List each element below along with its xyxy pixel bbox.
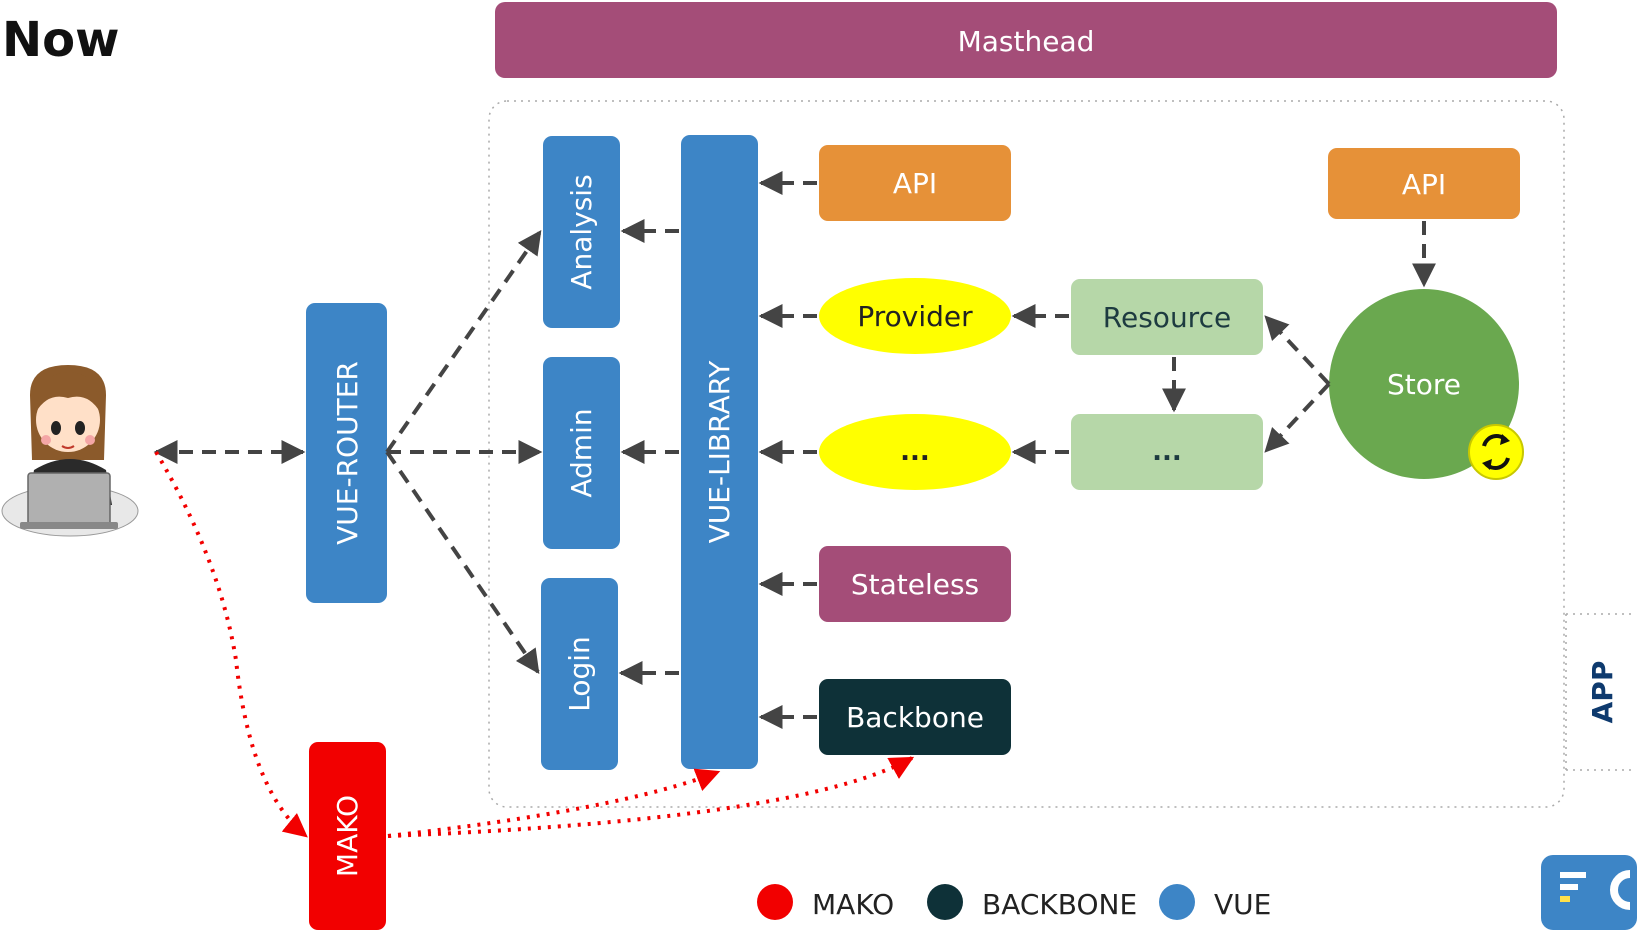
analysis-box: Analysis: [543, 136, 620, 328]
user-icon: [1, 365, 139, 537]
admin-box: Admin: [543, 357, 620, 549]
vue-library-label: VUE-LIBRARY: [703, 360, 736, 544]
arrow-router-analysis: [385, 230, 542, 454]
resource-ellipsis-box: ...: [1071, 414, 1263, 490]
api-label: API: [893, 167, 937, 200]
arrow-router-login: [385, 450, 540, 674]
mako-arrows: [154, 450, 915, 838]
resource-ellipsis-label: ...: [1152, 437, 1182, 467]
store-label: Store: [1387, 368, 1461, 401]
mako-box: MAKO: [309, 742, 386, 930]
store-circle: Store: [1329, 289, 1519, 479]
store-api-box: API: [1328, 148, 1520, 219]
arrow-mako-library: [387, 768, 721, 838]
ellipsis-ellipse: ...: [819, 414, 1011, 490]
app-container: [488, 100, 1565, 808]
vue-router-label: VUE-ROUTER: [331, 361, 364, 545]
arrow-mako-backbone: [387, 756, 915, 838]
app-label: APP: [1586, 661, 1619, 724]
legend-vue-swatch: [1159, 884, 1195, 920]
sync-icon: [1468, 424, 1524, 480]
ellipsis-label: ...: [900, 437, 930, 467]
masthead-box: Masthead: [495, 2, 1557, 78]
vue-router-box: VUE-ROUTER: [306, 303, 387, 603]
arrow-user-mako: [154, 450, 308, 838]
app-tab-outline: [1565, 613, 1635, 771]
backbone-box: Backbone: [819, 679, 1011, 755]
legend: MAKO BACKBONE VUE: [757, 884, 1271, 921]
login-label: Login: [563, 636, 596, 712]
arrow-store-resource: [1264, 315, 1331, 386]
resource-box: Resource: [1071, 279, 1263, 355]
vue-library-box: VUE-LIBRARY: [681, 135, 758, 769]
flow-arrows: [153, 171, 1436, 729]
analysis-label: Analysis: [565, 174, 598, 289]
login-box: Login: [541, 578, 618, 770]
store-api-label: API: [1402, 168, 1446, 201]
provider-ellipse: Provider: [819, 278, 1011, 354]
backbone-label: Backbone: [846, 701, 984, 734]
resource-label: Resource: [1103, 301, 1231, 334]
masthead-label: Masthead: [958, 25, 1095, 58]
legend-vue-label: VUE: [1214, 888, 1271, 921]
page-title: Now: [2, 12, 120, 68]
api-box: API: [819, 145, 1011, 221]
legend-mako-swatch: [757, 884, 793, 920]
legend-backbone-label: BACKBONE: [982, 888, 1137, 921]
stateless-box: Stateless: [819, 546, 1011, 622]
admin-label: Admin: [565, 408, 598, 497]
legend-backbone-swatch: [927, 884, 963, 920]
mako-label: MAKO: [331, 795, 364, 877]
stateless-label: Stateless: [851, 568, 979, 601]
arrow-store-ellipsis: [1264, 382, 1331, 453]
provider-label: Provider: [857, 300, 973, 333]
corner-logo-icon: [1541, 855, 1637, 930]
legend-mako-label: MAKO: [812, 888, 894, 921]
